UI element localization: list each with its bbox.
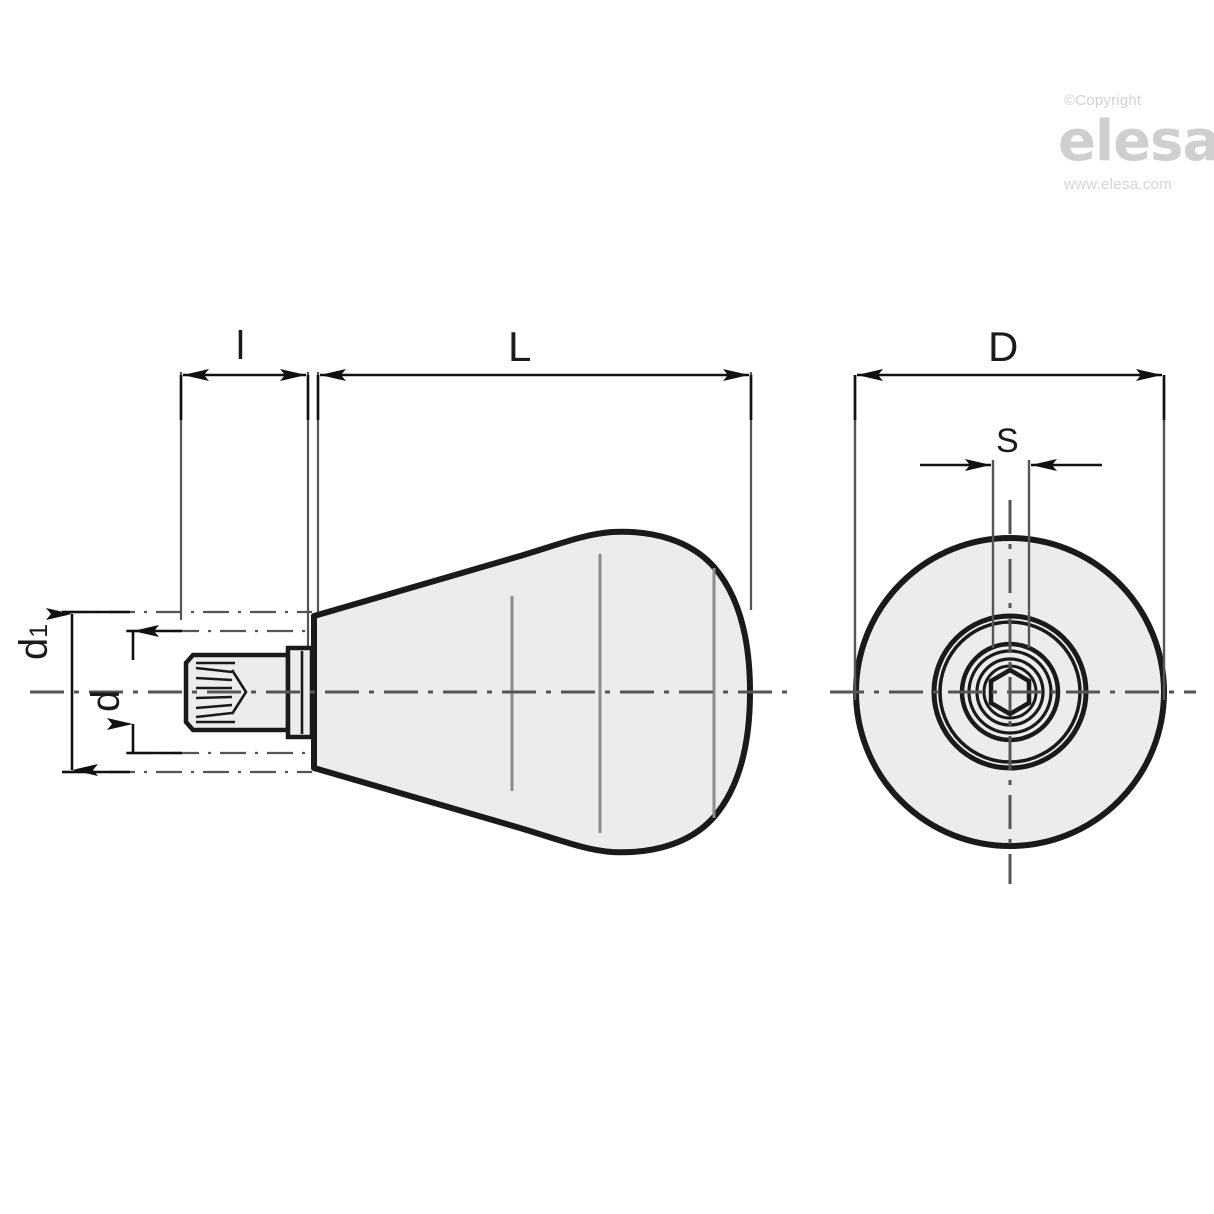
dimension-label-l: l (236, 324, 245, 368)
dimension-d (107, 625, 182, 755)
front-view-center-lines (830, 500, 1196, 884)
side-view-diameter-extension-lines (62, 610, 312, 774)
thread-end-hatching (195, 666, 248, 719)
dimension-label-S: S (996, 422, 1019, 460)
stud-thread-lines (193, 653, 288, 732)
dimension-label-d1-base: d (12, 637, 56, 660)
front-view-extension-lines (853, 375, 1166, 700)
dimension-label-L: L (508, 323, 532, 370)
dimension-label-d1: d1 (12, 623, 56, 660)
socket-projection-lines (991, 460, 1031, 648)
dimension-d1 (46, 608, 130, 776)
dimension-label-D: D (988, 323, 1019, 370)
dimension-label-d: d (84, 689, 128, 712)
dimension-L (316, 369, 753, 420)
dimension-l (179, 369, 310, 420)
dimension-D (853, 369, 1166, 420)
dimension-label-d1-subscript: 1 (25, 623, 53, 638)
